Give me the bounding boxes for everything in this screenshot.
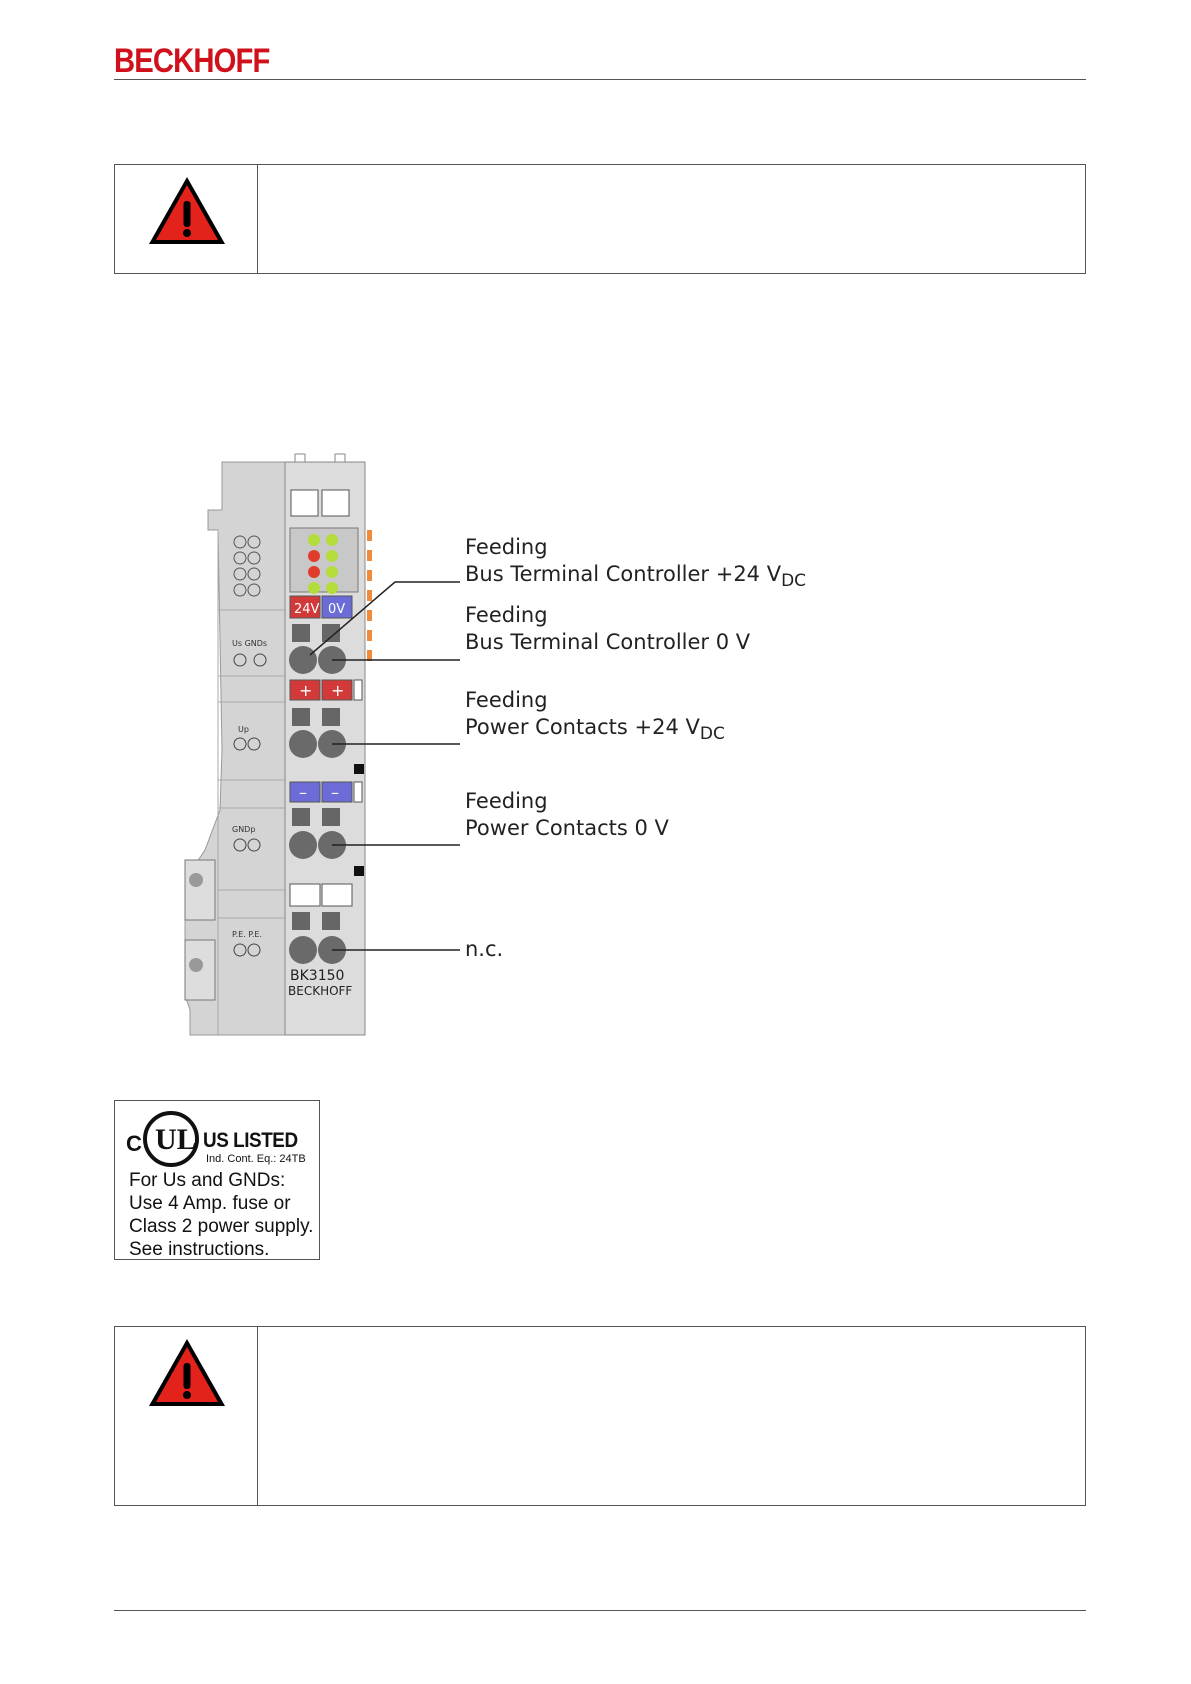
- warning-box-1: [114, 164, 1086, 274]
- terminal-figure: 24V 0V Us GNDs + + Up – – G: [170, 450, 870, 1050]
- callout-3: Feeding Power Contacts +24 VDC: [465, 688, 725, 744]
- ul-instructions: For Us and GNDs: Use 4 Amp. fuse or Clas…: [129, 1170, 314, 1260]
- svg-text:–: –: [331, 783, 339, 802]
- label-0v: 0V: [328, 602, 345, 617]
- brand-logo: BECKHOFF: [114, 42, 270, 80]
- svg-text:Us GNDs: Us GNDs: [232, 639, 267, 648]
- label-24v: 24V: [294, 602, 320, 617]
- callout-1: Feeding Bus Terminal Controller +24 VDC: [465, 535, 807, 591]
- header-rule: [114, 79, 1086, 80]
- svg-text:+: +: [299, 681, 312, 700]
- ul-listed-text: US LISTED: [203, 1129, 298, 1152]
- svg-text:–: –: [299, 783, 307, 802]
- callout-2: Feeding Bus Terminal Controller 0 V: [465, 603, 751, 654]
- ul-mark-icon: [143, 1111, 199, 1167]
- callout-5: n.c.: [465, 937, 504, 961]
- svg-text:+: +: [331, 681, 344, 700]
- warning-divider: [257, 165, 258, 273]
- ul-logo-text: UL: [155, 1123, 197, 1156]
- warning-divider: [257, 1327, 258, 1505]
- ul-listing-label: C UL US LISTED Ind. Cont. Eq.: 24TB For …: [114, 1100, 320, 1260]
- svg-text:GNDp: GNDp: [232, 825, 255, 834]
- ul-equipment-code: Ind. Cont. Eq.: 24TB: [206, 1153, 306, 1165]
- warning-box-2: [114, 1326, 1086, 1506]
- ul-c-mark: C: [126, 1131, 142, 1156]
- warning-triangle-icon: [149, 177, 225, 244]
- svg-text:Up: Up: [238, 725, 249, 734]
- callout-4: Feeding Power Contacts 0 V: [465, 789, 669, 840]
- bus-coupler-drawing: 24V 0V Us GNDs + + Up – – G: [184, 453, 460, 1036]
- warning-triangle-icon: [149, 1339, 225, 1406]
- brand-label: BECKHOFF: [288, 984, 352, 998]
- svg-text:P.E. P.E.: P.E. P.E.: [232, 930, 262, 939]
- footer-rule: [114, 1610, 1086, 1611]
- model-label: BK3150: [290, 968, 344, 984]
